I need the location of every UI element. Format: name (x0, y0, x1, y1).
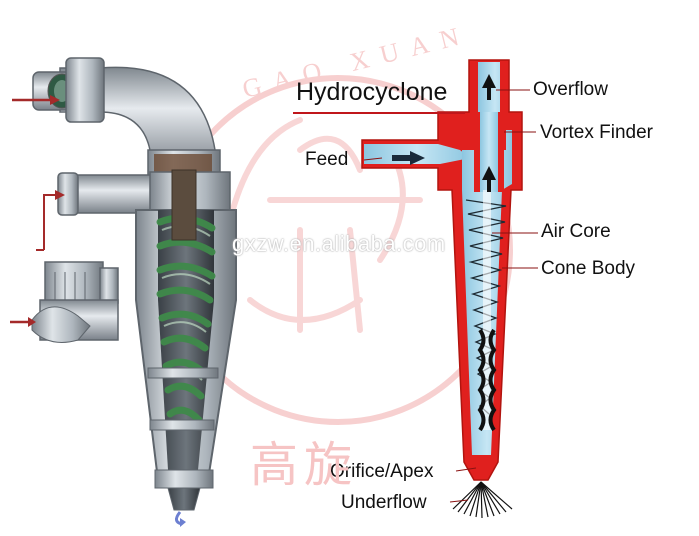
leader-lines (363, 89, 538, 503)
underflow-spray (452, 481, 513, 519)
diagram-title: Hydrocyclone (296, 78, 448, 106)
label-cone-body: Cone Body (541, 258, 636, 279)
label-vortex-finder: Vortex Finder (540, 122, 653, 143)
pump-motor (31, 261, 119, 343)
watermark-url: gxzw.en.alibaba.com (232, 231, 446, 256)
label-underflow: Underflow (341, 492, 427, 513)
label-overflow: Overflow (533, 79, 608, 100)
pump-line (36, 194, 60, 251)
cutaway-illustration (10, 57, 237, 527)
up-flow-arrow (482, 166, 496, 192)
label-air-core: Air Core (541, 221, 611, 242)
elbow-flange (65, 57, 105, 123)
title-underline (293, 112, 465, 114)
feed-channel (364, 144, 470, 164)
watermark-chinese: 高旋 (250, 437, 359, 493)
feed-arrow (392, 151, 425, 165)
overflow-arrow (482, 74, 496, 100)
label-orifice-apex: Orifice/Apex (330, 461, 434, 482)
air-core (483, 190, 491, 430)
apex-outlet (167, 487, 201, 511)
label-feed: Feed (305, 149, 349, 170)
schematic (361, 59, 538, 519)
